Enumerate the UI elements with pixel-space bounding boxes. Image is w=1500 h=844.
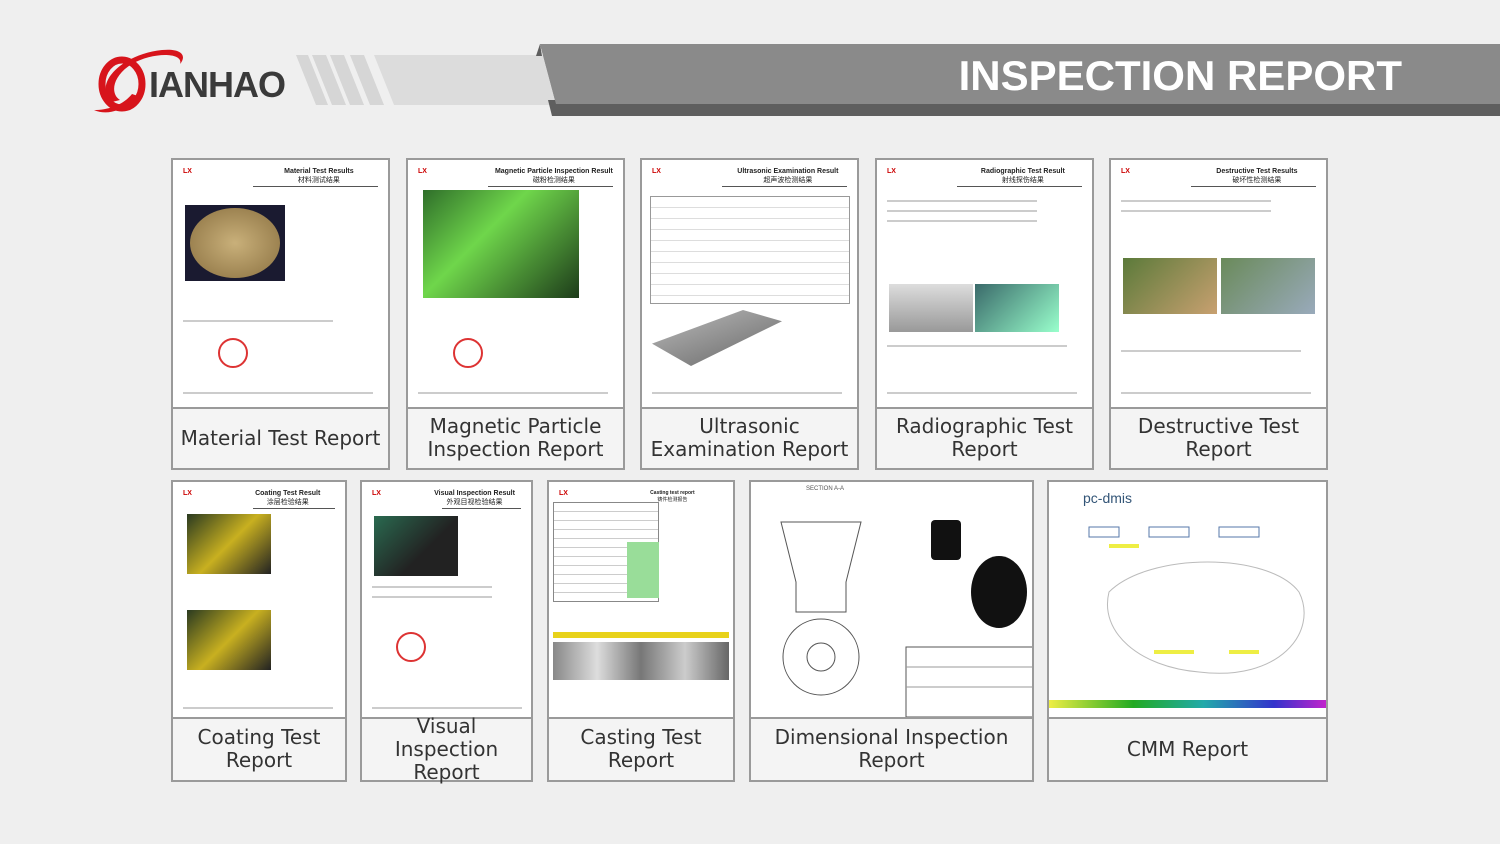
cmm-diagram [1049, 526, 1326, 708]
title-band [536, 44, 1500, 116]
logo-text: QIANHAO [149, 64, 286, 105]
page-title: INSPECTION REPORT [958, 52, 1402, 99]
report-card-cmm[interactable]: pc-dmis CMM Report [1047, 480, 1328, 782]
qianhao-logo: QIANHAO [92, 44, 286, 120]
report-label: Magnetic Particle Inspection Report [427, 414, 604, 461]
report-thumbnail: pc-dmis [1049, 482, 1326, 719]
report-card-dimensional[interactable]: SECTION A-A Dimensional Inspection Repor… [749, 480, 1034, 782]
engineering-drawing [780, 520, 1032, 717]
report-thumbnail: SECTION A-A [751, 482, 1032, 719]
report-label: Coating Test Report [197, 725, 321, 772]
drawing-section-label: SECTION A-A [806, 486, 845, 492]
report-label: Casting Test Report [580, 725, 702, 772]
report-label: Destructive Test Report [1137, 414, 1300, 461]
report-label: Dimensional Inspection Report [774, 725, 1009, 772]
report-label: CMM Report [1126, 736, 1249, 761]
decorative-stripes [296, 55, 556, 105]
report-label: Ultrasonic Examination Report [650, 414, 849, 461]
report-label: Radiographic Test Report [895, 414, 1074, 461]
pcdmis-logo: pc-dmis [1083, 490, 1133, 506]
logo-swoosh-icon [94, 49, 183, 113]
report-label: Visual Inspection Report [394, 713, 499, 784]
report-label: Material Test Report [180, 425, 381, 450]
